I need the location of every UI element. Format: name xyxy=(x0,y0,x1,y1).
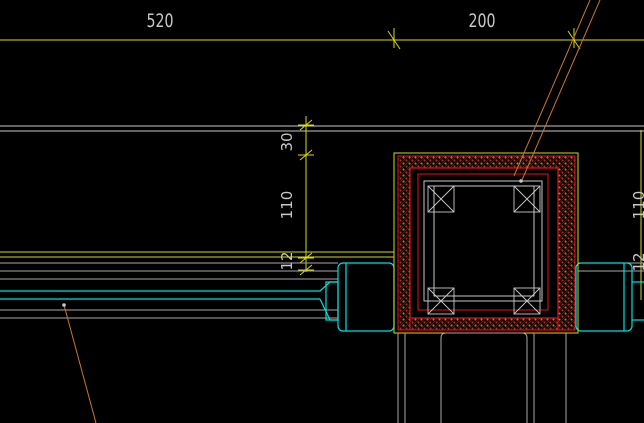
leader-arrows xyxy=(62,179,523,307)
dimension-width-left: 520 xyxy=(147,10,174,32)
right-edge-dimension: 110 12 xyxy=(630,130,644,300)
leader-lines xyxy=(63,0,601,423)
left-glazing-profile xyxy=(0,262,395,332)
dimension-width-right: 200 xyxy=(469,10,496,32)
dimension-height-top: 30 xyxy=(278,132,296,151)
column-section xyxy=(393,152,579,334)
wall-yellow-lines xyxy=(0,251,394,258)
top-dimension-line xyxy=(0,28,644,50)
wall-white-lines xyxy=(0,262,644,319)
right-edge-dimension-mid: 110 xyxy=(630,191,644,220)
dimension-height-mid: 110 xyxy=(278,191,296,220)
upper-reference-lines xyxy=(0,125,644,132)
dimension-height-bottom: 12 xyxy=(278,251,296,270)
right-edge-dimension-bottom: 12 xyxy=(630,252,644,271)
vertical-dimension-chain xyxy=(298,116,314,276)
lower-frame xyxy=(397,332,567,423)
right-glazing-profile xyxy=(575,262,644,332)
